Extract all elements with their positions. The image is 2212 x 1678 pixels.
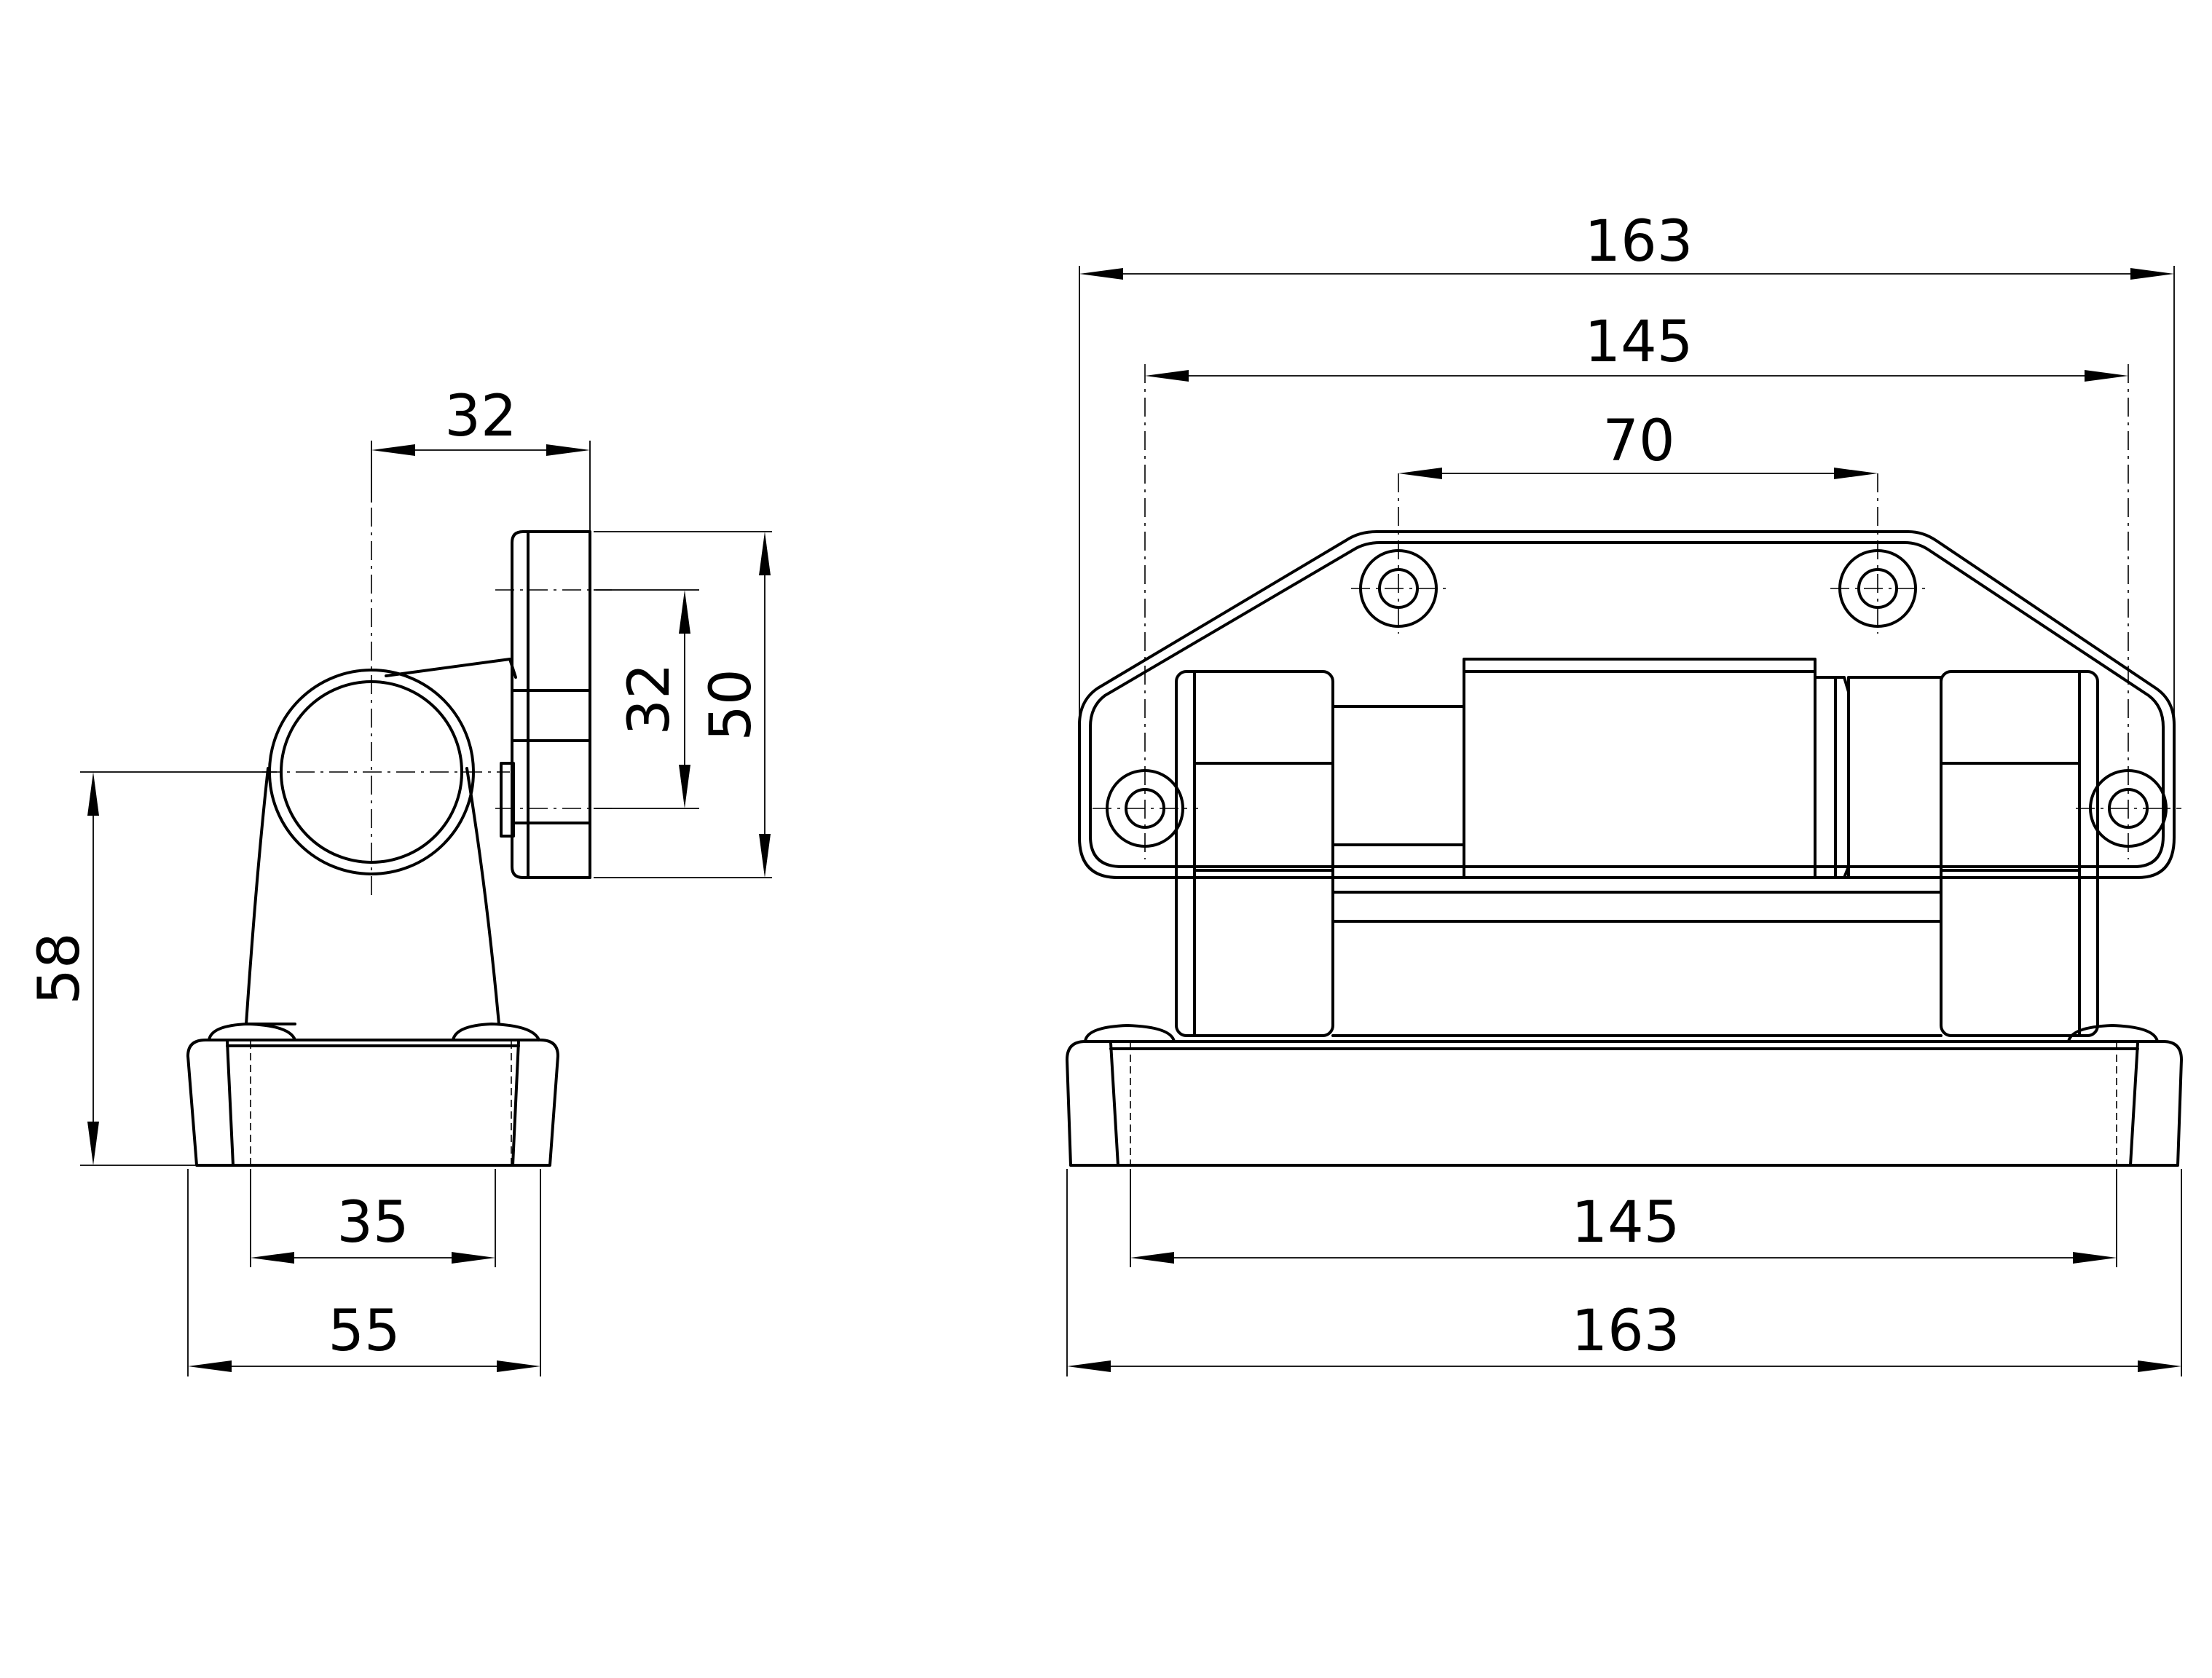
side-base: [186, 1039, 559, 1167]
front-base: [1066, 1040, 2183, 1167]
dim-plate-height: 50: [698, 532, 771, 878]
front-screw-head-left: [1084, 1024, 1176, 1043]
dim-label-plate-holes: 32: [617, 663, 682, 735]
dim-label-plate-hole-pitch: 145: [1585, 310, 1693, 375]
dim-label-inner-hole-pitch: 70: [1602, 409, 1674, 474]
front-pin-left: [1331, 705, 1465, 879]
dim-top-width: 32: [371, 384, 590, 456]
front-pin-right: [1847, 676, 1943, 879]
dim-label-base-overall: 163: [1572, 1299, 1680, 1364]
side-base-chamfer-left: [226, 1040, 235, 1167]
front-view: 163 145 70 145 163: [1066, 209, 2183, 1376]
dim-plate-hole-pitch: 145: [1145, 310, 2128, 382]
front-plate-outline: [1078, 530, 2176, 879]
dim-label-base-hole-pitch: 145: [1572, 1190, 1680, 1256]
front-knuckle-right: [1940, 670, 2099, 1037]
dim-label-top-width: 32: [444, 384, 516, 449]
front-knuckle-left: [1175, 670, 1334, 1037]
dim-label-axis-height: 58: [27, 932, 93, 1004]
dim-plate-holes: 32: [617, 590, 690, 808]
dim-base-hole-pitch: 145: [1130, 1190, 2117, 1264]
dim-inner-hole-pitch: 70: [1398, 409, 1878, 479]
dim-base-holes: 35: [251, 1190, 495, 1264]
dim-base-width: 55: [188, 1299, 540, 1372]
dim-label-plate-height: 50: [698, 669, 764, 741]
front-barrel-end-cap: [1814, 676, 1850, 879]
side-view: 32 32 50 58 35: [27, 384, 772, 1376]
front-base-chamfer-right: [2129, 1041, 2139, 1167]
dim-base-overall: 163: [1067, 1299, 2181, 1372]
dim-label-plate-overall: 163: [1585, 209, 1693, 275]
dim-axis-height: 58: [27, 772, 99, 1165]
side-plate-spacer: [500, 762, 515, 838]
side-screw-head-left: [208, 1023, 296, 1041]
side-base-chamfer-right: [511, 1040, 520, 1167]
dim-label-base-width: 55: [328, 1299, 400, 1364]
side-plate: [511, 530, 591, 879]
front-base-chamfer-left: [1109, 1041, 1119, 1167]
dim-plate-overall: 163: [1079, 209, 2174, 280]
front-center-barrel: [1463, 658, 1817, 879]
dim-label-base-holes: 35: [336, 1190, 409, 1256]
side-screw-head-right: [452, 1023, 540, 1041]
front-plate-inner-outline: [1089, 541, 2165, 868]
front-screw-head-right: [2067, 1024, 2159, 1043]
side-pedestal: [245, 658, 517, 1025]
